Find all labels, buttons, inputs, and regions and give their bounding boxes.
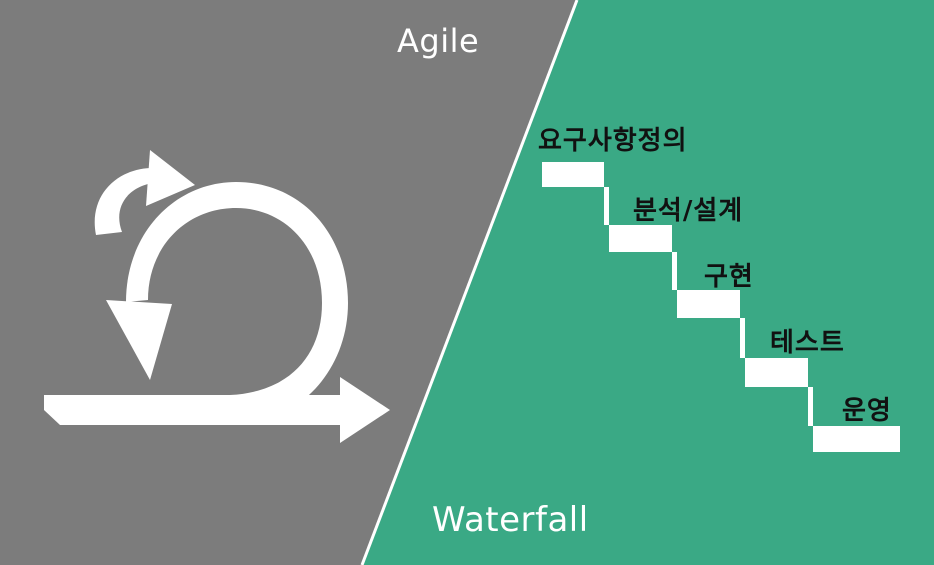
step-label-analysis-design: 분석/설계 — [633, 196, 744, 226]
diagonal-divider — [360, 0, 579, 565]
step-label-operation: 운영 — [842, 396, 892, 426]
agile-title: Agile — [397, 22, 480, 60]
iterative-loop-arrow-icon — [44, 150, 390, 443]
waterfall-panel — [362, 0, 934, 565]
step-label-requirements: 요구사항정의 — [538, 126, 688, 156]
waterfall-title: Waterfall — [432, 500, 589, 540]
step-label-implementation: 구현 — [704, 262, 754, 292]
staircase-icon — [542, 162, 900, 452]
step-label-testing: 테스트 — [770, 328, 845, 358]
